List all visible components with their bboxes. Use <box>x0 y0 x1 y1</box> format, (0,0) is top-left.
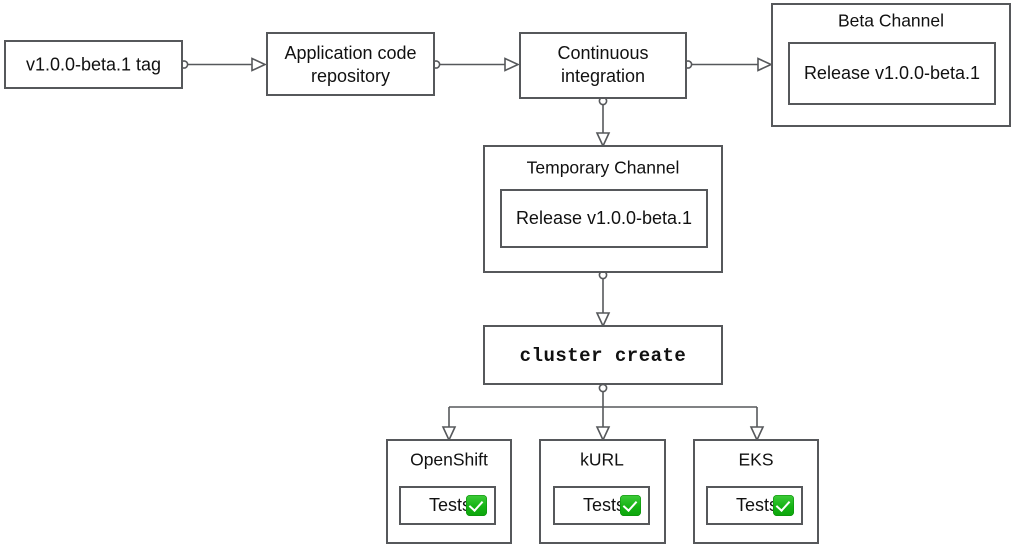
node-cluster-create[interactable]: cluster create <box>483 325 723 385</box>
node-temporary-channel[interactable]: Temporary Channel Release v1.0.0-beta.1 <box>483 145 723 273</box>
node-eks[interactable]: EKS Tests <box>693 439 819 544</box>
kurl-white-check-mark-icon <box>620 495 641 516</box>
eks-title: EKS <box>738 450 773 470</box>
edge-ci-to-beta-channel <box>683 57 773 72</box>
kurl-tests-label: Tests <box>583 495 625 515</box>
openshift-white-check-mark-icon <box>466 495 487 516</box>
node-kurl[interactable]: kURL Tests <box>539 439 666 544</box>
openshift-title: OpenShift <box>410 450 488 470</box>
openshift-tests-label: Tests <box>429 495 471 515</box>
node-ci-label-line2: integration <box>561 66 645 86</box>
eks-tests-label: Tests <box>736 495 778 515</box>
node-openshift[interactable]: OpenShift Tests <box>386 439 512 544</box>
node-continuous-integration[interactable]: Continuous integration <box>519 32 687 99</box>
edge-cluster-create-to-clusters <box>441 383 765 442</box>
beta-channel-release-label: Release v1.0.0-beta.1 <box>804 63 980 83</box>
beta-channel-title: Beta Channel <box>838 11 944 31</box>
edge-repo-to-ci <box>431 57 520 72</box>
node-application-code-repository[interactable]: Application code repository <box>266 32 435 96</box>
node-repo-label-line1: Application code <box>284 43 416 63</box>
temporary-channel-title: Temporary Channel <box>527 158 680 178</box>
node-tag-label: v1.0.0-beta.1 tag <box>26 54 161 74</box>
edge-tag-to-repo <box>179 57 267 72</box>
kurl-title: kURL <box>580 450 624 470</box>
edge-ci-to-temporary-channel <box>595 96 611 148</box>
edge-temporary-channel-to-cluster-create <box>595 270 611 328</box>
node-ci-label-line1: Continuous <box>557 43 648 63</box>
temporary-channel-release-label: Release v1.0.0-beta.1 <box>516 208 692 228</box>
node-tag[interactable]: v1.0.0-beta.1 tag <box>4 40 183 89</box>
eks-white-check-mark-icon <box>773 495 794 516</box>
node-repo-label-line2: repository <box>311 66 390 86</box>
cluster-create-label: cluster create <box>520 345 687 367</box>
node-beta-channel[interactable]: Beta Channel Release v1.0.0-beta.1 <box>771 3 1011 127</box>
